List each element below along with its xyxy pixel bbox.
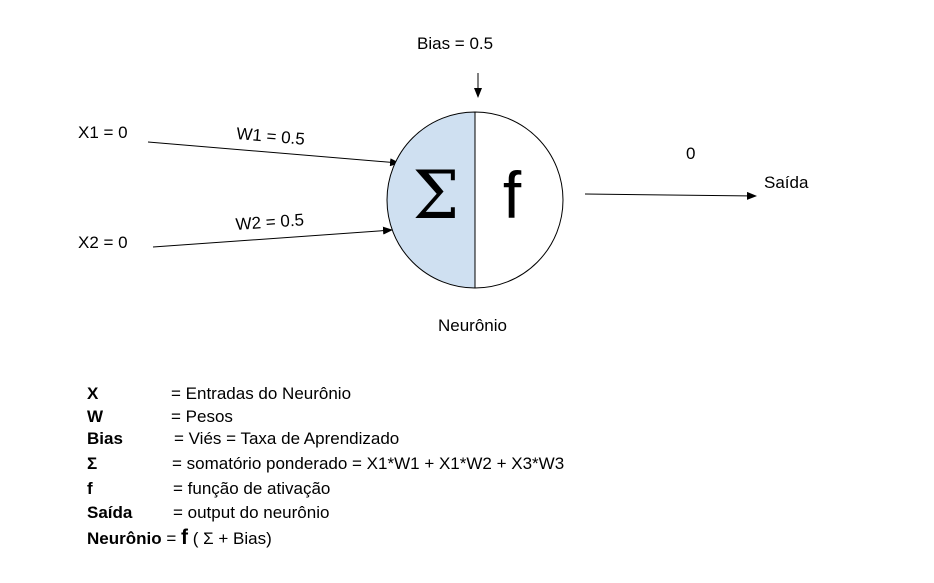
legend-definition: = somatório ponderado = X1*W1 + X1*W2 + … bbox=[172, 454, 565, 473]
weight-w2-label: W2 = 0.5 bbox=[235, 210, 305, 234]
legend-definition: = Pesos bbox=[171, 407, 233, 426]
legend-term: f bbox=[87, 479, 93, 498]
activation-half bbox=[474, 111, 564, 289]
legend-row-formula: Neurônio = f ( Σ + Bias) bbox=[87, 526, 272, 549]
neuron-node: Σ f bbox=[386, 111, 564, 289]
sigma-symbol: Σ bbox=[413, 157, 460, 234]
activation-f-symbol: f bbox=[503, 158, 522, 232]
input-x1-label: X1 = 0 bbox=[78, 123, 128, 142]
legend-definition: = função de ativação bbox=[173, 479, 331, 498]
input-x1-arrow bbox=[147, 141, 400, 167]
legend-term: Σ bbox=[87, 454, 98, 473]
legend-term: W bbox=[87, 407, 104, 426]
input-x2-arrow bbox=[152, 226, 393, 248]
neuron-caption: Neurônio bbox=[438, 316, 507, 335]
output-value: 0 bbox=[686, 144, 695, 163]
neuron-diagram: Bias = 0.5 X1 = 0 W1 = 0.5 X2 = 0 W2 = 0… bbox=[78, 34, 809, 335]
legend-definition: = Entradas do Neurônio bbox=[171, 384, 352, 403]
legend-term: X bbox=[87, 384, 99, 403]
bias-label: Bias = 0.5 bbox=[417, 34, 493, 53]
output-label: Saída bbox=[764, 173, 809, 192]
legend-definition: = output do neurônio bbox=[173, 503, 330, 522]
weight-w1-label: W1 = 0.5 bbox=[236, 124, 306, 149]
input-x2-label: X2 = 0 bbox=[78, 233, 128, 252]
output-arrow bbox=[584, 191, 757, 200]
legend-term: Bias bbox=[87, 429, 123, 448]
legend-definition: = Viés = Taxa de Aprendizado bbox=[174, 429, 400, 448]
legend-term: Saída bbox=[87, 503, 133, 522]
formula-term: Neurônio bbox=[87, 529, 162, 548]
summation-half bbox=[386, 111, 476, 289]
formula-equals: = bbox=[166, 529, 177, 548]
formula-expr: ( Σ + Bias) bbox=[192, 529, 272, 548]
formula-f: f bbox=[181, 526, 189, 549]
